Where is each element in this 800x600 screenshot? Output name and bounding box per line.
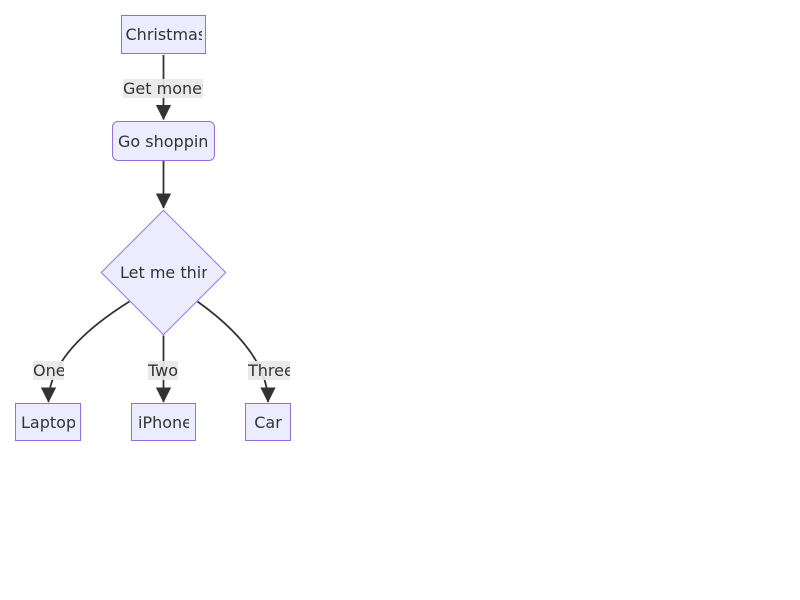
edge-label-three-text: Three (248, 361, 290, 380)
node-label-iphone: iPhone (138, 412, 189, 432)
flowchart-node-christmas: Christmas (121, 15, 206, 54)
edge-label-two-text: Two (148, 361, 178, 380)
edge-think-car (196, 300, 276, 403)
node-label-christmas: Christmas (125, 25, 202, 44)
node-label-let-me-think: Let me think (120, 263, 207, 282)
edge-label-three: Three (248, 361, 290, 380)
edge-think-laptop (40, 300, 130, 403)
flowchart-node-let-me-think: Let me think (120, 263, 207, 282)
edge-label-two: Two (148, 361, 178, 380)
flowchart-node-laptop: Laptop (15, 403, 81, 441)
flowchart-node-go-shopping: Go shopping (112, 121, 215, 161)
node-label-car: Car (254, 412, 282, 432)
edge-label-get-money: Get money (123, 79, 203, 98)
edge-label-get-money-text: Get money (123, 79, 203, 98)
node-label-go-shopping: Go shopping (118, 131, 209, 151)
flowchart-node-iphone: iPhone (131, 403, 196, 441)
edge-label-one-text: One (33, 361, 64, 380)
flowchart-node-car: Car (245, 403, 291, 441)
edge-label-one: One (33, 361, 64, 380)
node-label-laptop: Laptop (21, 412, 75, 432)
